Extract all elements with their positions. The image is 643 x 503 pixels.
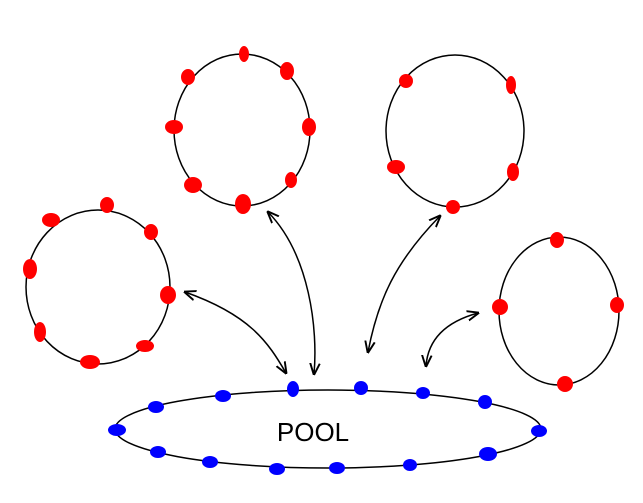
pool-member-dot <box>148 401 164 413</box>
pool-member-dot <box>215 390 231 402</box>
arrow-pool-to-left-cluster <box>185 292 286 373</box>
pool-members <box>108 381 547 475</box>
pool-member-dot <box>354 381 368 395</box>
pool-member-dot <box>329 462 345 474</box>
cluster-ring-right <box>498 236 620 386</box>
pool-member-dot <box>403 459 417 471</box>
cluster-member-dot <box>285 172 297 188</box>
cluster-member-dot <box>610 297 624 313</box>
cluster-member-dot <box>387 160 405 174</box>
cluster-member-dot <box>507 163 519 181</box>
cluster-member-dot <box>23 259 37 279</box>
cluster-rings <box>25 53 620 469</box>
pool-member-dot <box>150 446 166 458</box>
cluster-member-dot <box>100 197 114 213</box>
cluster-member-dot <box>557 376 573 392</box>
cluster-member-dot <box>506 76 516 94</box>
cluster-member-dot <box>181 69 195 85</box>
cluster-member-dot <box>42 213 60 227</box>
cluster-member-dot <box>302 118 316 136</box>
arrow-pool-to-top-left-cluster <box>268 212 315 374</box>
cluster-member-dot <box>399 74 413 88</box>
pool-member-dot <box>108 424 126 436</box>
cluster-member-dot <box>235 194 251 214</box>
cluster-member-dot <box>184 177 202 193</box>
pool-member-dot <box>269 463 285 475</box>
pool-label: POOL <box>277 417 349 447</box>
cluster-member-dot <box>280 62 294 80</box>
cluster-member-dot <box>446 200 460 214</box>
connection-arrows <box>185 212 478 374</box>
cluster-member-dot <box>165 120 183 134</box>
cluster-member-dot <box>34 322 46 342</box>
cluster-member-dot <box>550 232 564 248</box>
pool-member-dot <box>531 425 547 437</box>
pool-member-dot <box>202 456 218 468</box>
cluster-member-dot <box>144 224 158 240</box>
pool-member-dot <box>479 447 497 461</box>
arrow-pool-to-top-right-cluster <box>368 216 440 352</box>
cluster-member-dot <box>136 340 154 352</box>
pool-member-dot <box>416 387 430 399</box>
arrow-pool-to-right-cluster <box>426 313 478 366</box>
pool-member-dot <box>287 381 299 397</box>
cluster-member-dot <box>492 299 508 315</box>
pool-member-dot <box>478 395 492 409</box>
cluster-members <box>23 46 624 392</box>
cluster-member-dot <box>160 286 176 304</box>
cluster-member-dot <box>239 46 249 62</box>
cluster-member-dot <box>80 355 100 369</box>
